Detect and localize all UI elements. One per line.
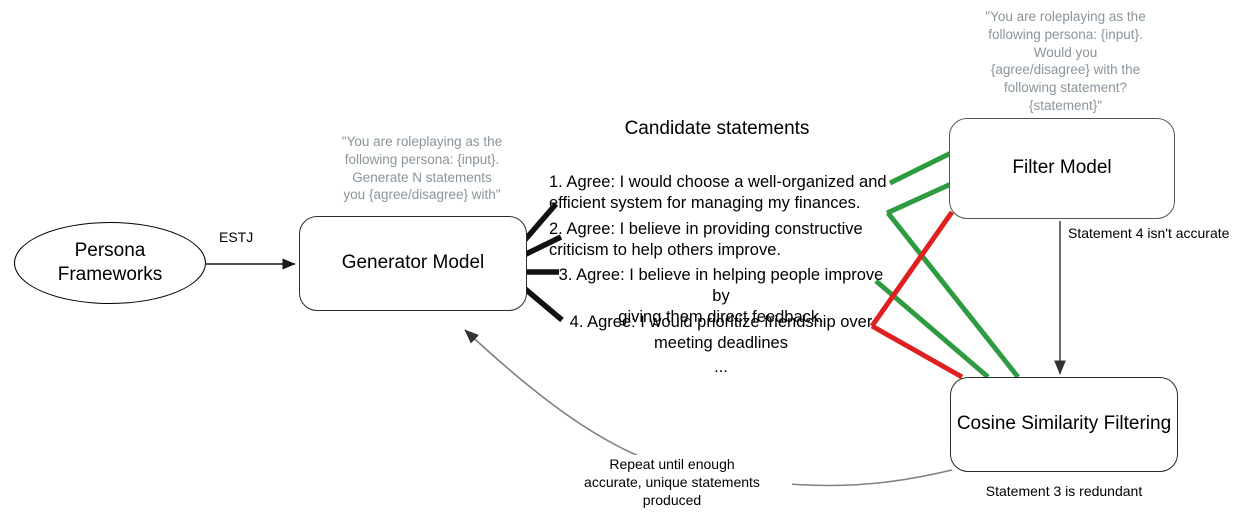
generator-output-stubs: [521, 202, 564, 323]
accept-lines-to-cosine: [874, 211, 1020, 379]
candidate-statement-2: 2. Agree: I believe in providing constru…: [549, 220, 863, 260]
generator-prompt-text: "You are roleplaying as the following pe…: [341, 134, 503, 203]
node-cosine-similarity-filtering[interactable]: Cosine Similarity Filtering: [950, 377, 1178, 472]
candidate-statement-4: 4. Agree: I would prioritize friendship …: [569, 313, 873, 353]
reject-lines: [869, 210, 964, 380]
node-persona-frameworks-label: Persona Frameworks: [57, 240, 163, 285]
accept-line-statement-1: [888, 150, 953, 186]
candidate-statement-1: 1. Agree: I would choose a well-organize…: [549, 173, 887, 213]
caption-statement-3-redundant: Statement 3 is redundant: [985, 483, 1143, 499]
reject-line-from-filter: [869, 210, 955, 328]
node-generator-model-label: Generator Model: [341, 252, 485, 274]
reject-line-to-cosine: [870, 323, 964, 380]
accept-lines-to-filter: [885, 150, 953, 216]
candidate-statements-heading: Candidate statements: [624, 118, 810, 139]
accept-line-statement-2: [885, 181, 953, 216]
edge-label-estj: ESTJ: [219, 229, 254, 245]
candidate-statements-continuation: ...: [714, 358, 728, 376]
feedback-loop-label: Repeat until enough accurate, unique sta…: [552, 455, 792, 510]
node-filter-model-label: Filter Model: [1012, 157, 1112, 179]
node-filter-model[interactable]: Filter Model: [949, 118, 1175, 219]
node-persona-frameworks[interactable]: Persona Frameworks: [14, 222, 206, 304]
node-cosine-similarity-filtering-label: Cosine Similarity Filtering: [956, 413, 1172, 435]
node-generator-model[interactable]: Generator Model: [299, 216, 527, 311]
edge-label-statement-4-not-accurate: Statement 4 isn't accurate: [1068, 225, 1230, 241]
filter-prompt-text: "You are roleplaying as the following pe…: [985, 9, 1146, 114]
candidate-statement-3: 3. Agree: I believe in helping people im…: [558, 266, 884, 327]
